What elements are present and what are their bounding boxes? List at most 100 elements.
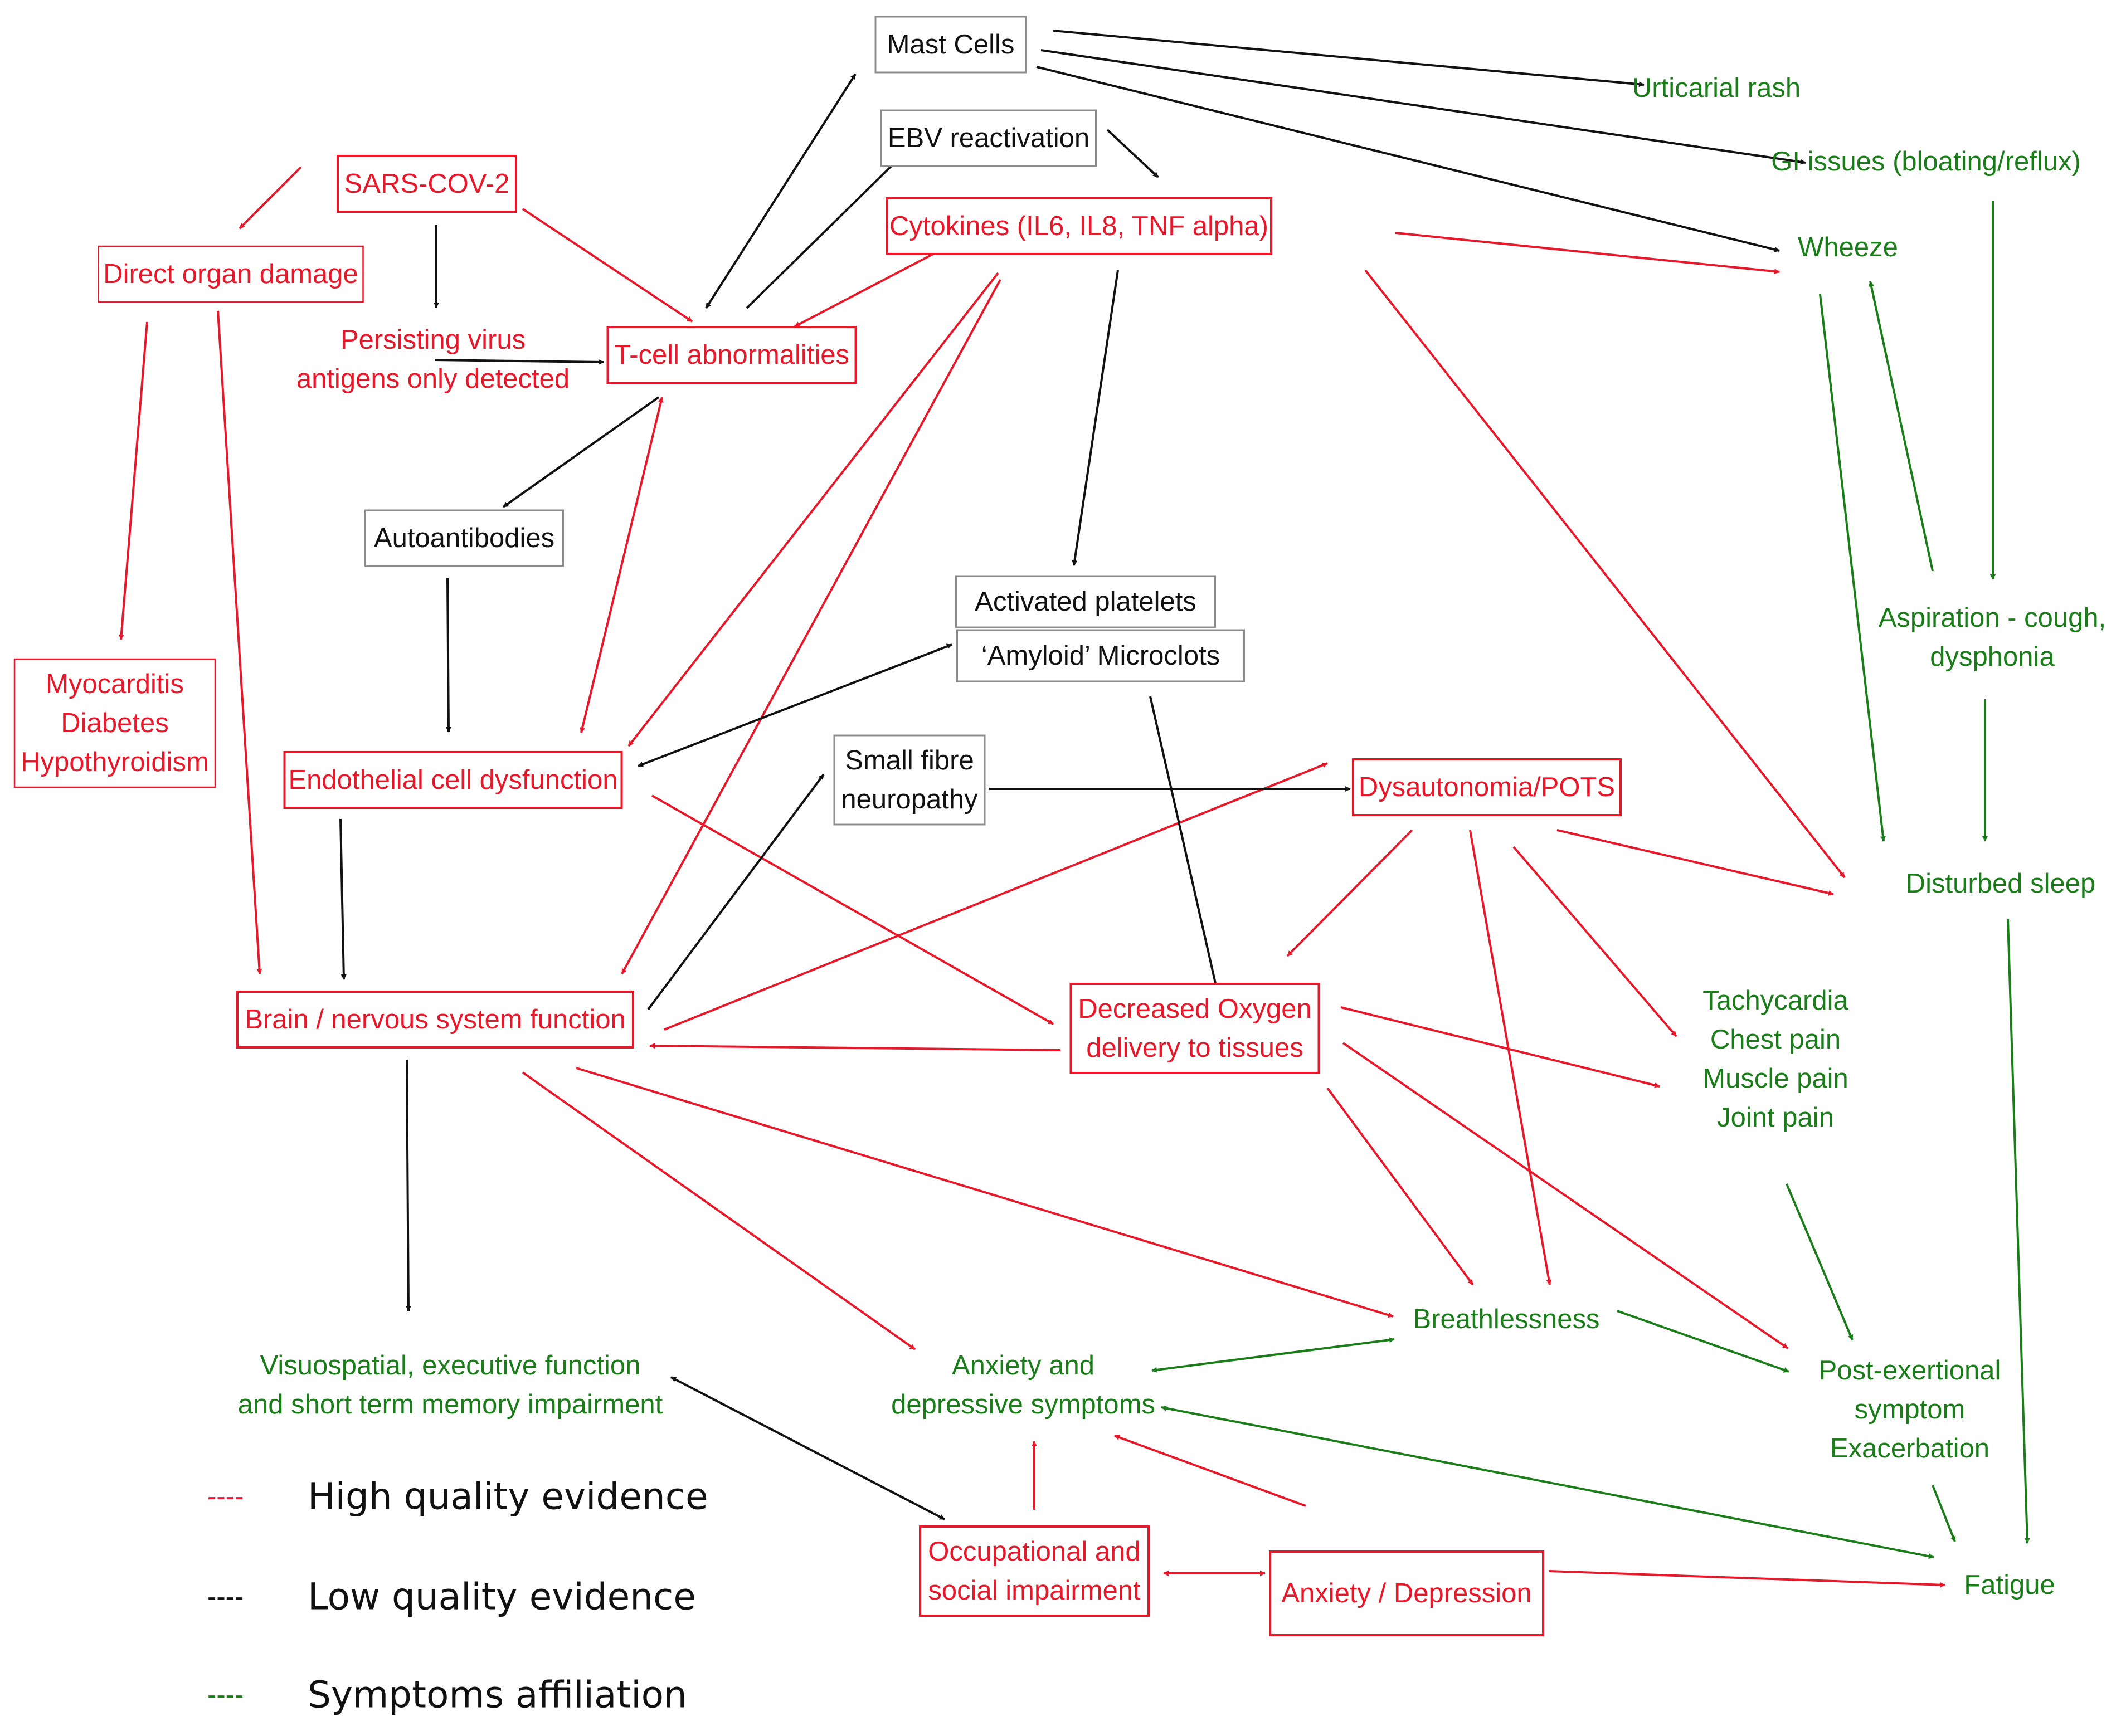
arrow-high — [576, 1067, 1394, 1318]
node-fatigue: Fatigue — [1964, 1570, 2055, 1600]
node-autoantibodies: Autoantibodies — [364, 509, 564, 567]
node-breathlessness: Breathlessness — [1413, 1304, 1599, 1334]
node-amyloid-microclots: ‘Amyloid’ Microclots — [956, 629, 1245, 682]
arrow-low — [746, 152, 906, 309]
node-label: and short term memory impairment — [238, 1389, 663, 1420]
arrow-symptom — [1617, 1310, 1789, 1373]
node-box — [833, 734, 986, 826]
node-ebv: EBV reactivation — [880, 109, 1097, 167]
arrow-low — [1106, 129, 1159, 178]
node-label: Visuospatial, executive function — [260, 1350, 641, 1381]
bidirectional-arrow-high — [580, 397, 664, 733]
node-box — [98, 245, 364, 303]
node-label: Endothelial cell dysfunction — [288, 765, 617, 795]
node-label: Wheeze — [1798, 232, 1898, 262]
arrow-high — [664, 762, 1328, 1031]
arrow-high — [621, 279, 1001, 974]
node-anxiety-depression: Anxiety / Depression — [1269, 1550, 1544, 1636]
node-label: Fatigue — [1964, 1570, 2055, 1600]
node-box — [886, 197, 1272, 255]
arrow-high — [217, 310, 262, 974]
node-label: Mast Cells — [887, 30, 1015, 60]
node-label: Persisting virus — [340, 325, 526, 355]
node-label: Hypothyroidism — [21, 747, 209, 777]
node-box — [874, 16, 1027, 74]
node-direct-organ-damage: Direct organ damage — [98, 245, 364, 303]
node-label: GI issues (bloating/reflux) — [1771, 147, 2081, 177]
node-endothelial: Endothelial cell dysfunction — [283, 751, 623, 809]
node-box — [283, 751, 623, 809]
node-label: T-cell abnormalities — [614, 340, 849, 370]
node-label: Occupational and — [928, 1537, 1140, 1567]
node-box — [606, 326, 857, 384]
arrow-low — [1040, 49, 1806, 165]
node-box — [956, 629, 1245, 682]
node-label: Aspiration - cough, — [1879, 603, 2107, 633]
node-label: Disturbed sleep — [1906, 869, 2095, 899]
node-label: Muscle pain — [1702, 1064, 1848, 1094]
node-box — [13, 658, 216, 788]
bidirectional-arrow-low — [638, 643, 952, 767]
arrow-low — [405, 1059, 411, 1311]
node-label: Chest pain — [1710, 1025, 1841, 1055]
node-label: Direct organ damage — [103, 259, 358, 289]
node-label: Exacerbation — [1830, 1433, 1989, 1464]
arrow-high — [522, 208, 693, 323]
bidirectional-arrow-low — [705, 73, 857, 309]
node-label: Myocarditis — [46, 669, 184, 699]
node-wheeze: Wheeze — [1798, 232, 1898, 262]
arrow-high — [1114, 1435, 1306, 1507]
node-label: symptom — [1855, 1394, 1966, 1425]
node-sars-cov-2: SARS-COV-2 — [337, 155, 517, 213]
legend-swatch-symptom: ---- — [207, 1680, 244, 1710]
node-label: Dysautonomia/POTS — [1359, 772, 1615, 802]
node-label: neuropathy — [841, 784, 978, 815]
arrow-symptom — [1869, 281, 1934, 572]
node-box — [1269, 1550, 1544, 1636]
arrow-high — [1326, 1087, 1474, 1286]
node-label: Cytokines (IL6, IL8, TNF alpha) — [889, 211, 1268, 241]
node-box — [919, 1525, 1150, 1617]
node-label: antigens only detected — [296, 364, 570, 394]
node-label: Autoantibodies — [374, 523, 554, 553]
arrow-high — [522, 1071, 916, 1350]
node-label: Joint pain — [1717, 1103, 1834, 1133]
legend-swatch-high: ---- — [207, 1481, 244, 1511]
legend: ----High quality evidence----Low quality… — [207, 1475, 708, 1717]
bidirectional-arrow-low — [670, 1376, 945, 1520]
arrow-high — [1340, 1006, 1660, 1088]
node-t-cell: T-cell abnormalities — [606, 326, 857, 384]
arrow-high — [1469, 830, 1552, 1285]
arrow-low — [339, 818, 347, 980]
node-label: Decreased Oxygen — [1078, 994, 1311, 1024]
arrow-low — [647, 773, 825, 1011]
legend-label-symptom: Symptoms affiliation — [308, 1674, 687, 1717]
bidirectional-arrow-symptom — [1161, 1405, 1934, 1559]
node-label: EBV reactivation — [888, 123, 1089, 153]
node-label: depressive symptoms — [891, 1389, 1155, 1420]
node-cytokines: Cytokines (IL6, IL8, TNF alpha) — [886, 197, 1272, 255]
node-label: Urticarial rash — [1632, 73, 1801, 103]
arrow-high — [651, 794, 1054, 1025]
arrow-high — [239, 166, 302, 230]
arrow-low — [1072, 270, 1119, 566]
arrow-high — [118, 321, 148, 640]
node-box — [880, 109, 1097, 167]
node-label: ‘Amyloid’ Microclots — [981, 641, 1220, 671]
arrow-high — [1556, 829, 1834, 896]
arrow-high — [1364, 269, 1846, 879]
legend-label-low: Low quality evidence — [308, 1576, 696, 1618]
arrow-high — [1342, 1042, 1789, 1349]
node-aspiration: Aspiration - cough,dysphonia — [1879, 603, 2107, 672]
node-box — [364, 509, 564, 567]
node-visuospatial: Visuospatial, executive function and shor… — [238, 1350, 663, 1420]
arrows-layer — [118, 30, 2030, 1588]
node-label: Anxiety / Depression — [1281, 1578, 1531, 1608]
